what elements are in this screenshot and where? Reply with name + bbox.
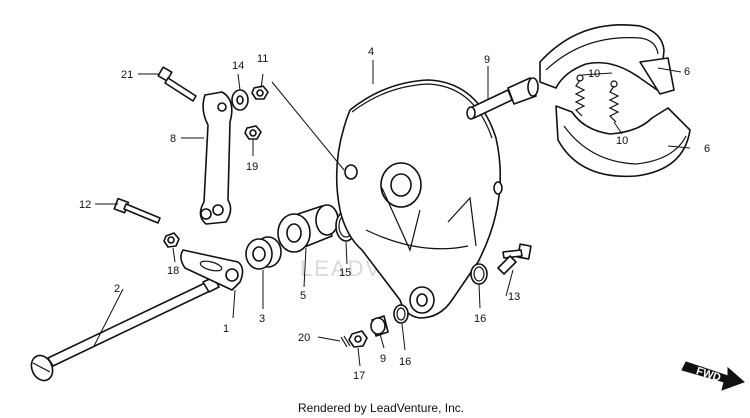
leader-lines [93,60,691,367]
label-20: 20 [298,332,310,344]
brake-shoe-part-6-lower [555,105,691,178]
bolt-part-13 [497,243,532,275]
label-14: 14 [232,60,244,72]
label-21: 21 [121,69,133,81]
label-6-upper: 6 [684,66,690,78]
label-8: 8 [170,133,176,145]
brake-arm-part-8 [199,91,233,225]
label-16-lower: 16 [399,356,411,368]
bolt-part-12 [113,197,161,224]
adjuster-plate-part-1 [180,249,244,291]
bushing-part-9 [370,315,389,337]
label-7: 9 [484,54,490,66]
collar-part-5 [277,204,339,253]
label-11: 11 [257,53,268,65]
label-19: 19 [246,161,258,173]
fwd-label: FWD [695,365,723,384]
label-9: 9 [380,353,386,365]
label-3: 3 [259,313,265,325]
spring-part-10a [574,74,586,117]
o-ring-part-16a [470,263,488,285]
bolt-part-21 [157,66,197,102]
brake-shoe-part-6-upper [539,24,675,95]
label-12: 12 [79,199,91,211]
o-ring-part-16b [393,304,409,324]
label-4: 4 [368,46,374,58]
nut-part-18 [163,232,180,248]
castle-nut-part-17 [348,330,368,348]
label-17: 17 [353,370,365,382]
nut-part-11 [251,85,269,100]
label-2: 2 [114,283,120,295]
label-18: 18 [167,265,179,277]
label-1: 1 [223,323,229,335]
label-6-lower: 6 [704,143,710,155]
label-10-upper: 10 [588,68,600,80]
washer-part-14 [231,89,249,111]
axle-part-2 [30,276,220,382]
label-13: 13 [508,291,520,303]
label-15: 15 [339,267,351,279]
label-16-right: 16 [474,313,486,325]
spring-part-10b [608,80,620,123]
cotter-pin-part-20 [340,335,351,348]
nut-part-19 [244,125,262,140]
fwd-arrow: FWD [681,361,745,391]
footer-credit: Rendered by LeadVenture, Inc. [298,401,464,415]
spacer-part-3 [245,236,282,270]
brake-cam-part-7 [466,77,539,120]
label-10-lower: 10 [616,135,628,147]
label-5: 5 [300,290,306,302]
brake-panel-part-4 [335,79,503,319]
